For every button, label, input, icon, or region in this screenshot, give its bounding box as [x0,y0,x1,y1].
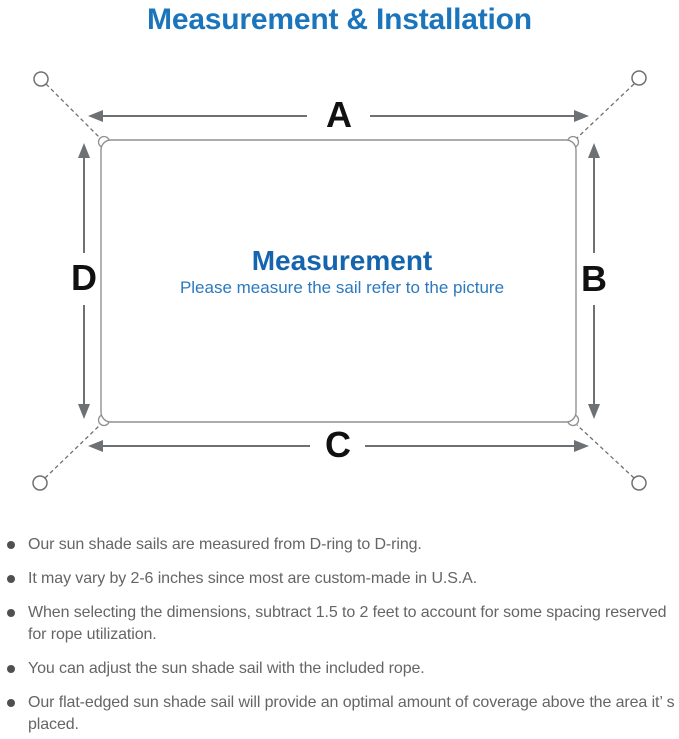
diagram-subtitle: Please measure the sail refer to the pic… [180,278,504,297]
dimension-label-c: C [325,424,351,465]
bullet-dot [7,541,15,549]
bullet-dot [7,575,15,583]
anchor-ring-top-right [631,70,647,86]
note-item: It may vary by 2-6 inches since most are… [0,568,677,590]
sail-outline [100,139,577,423]
arrowhead-a-right [574,110,589,122]
note-text: Our sun shade sails are measured from D-… [28,536,422,553]
bullet-dot [7,609,15,617]
diagram-heading: Measurement [252,245,433,276]
arrowhead-b-top [588,143,600,158]
arrowhead-b-bottom [588,404,600,419]
anchor-ring-bottom-right [631,475,647,491]
note-item: When selecting the dimensions, subtract … [0,602,677,646]
note-text: Our flat-edged sun shade sail will provi… [28,694,675,733]
note-item: Our flat-edged sun shade sail will provi… [0,692,677,736]
bullet-dot [7,665,15,673]
note-text: When selecting the dimensions, subtract … [28,604,667,643]
measurement-diagram: A C D B Measurement Please measure the s… [32,70,647,491]
connector-line-top-right [576,83,635,139]
anchor-ring-bottom-left [32,475,48,491]
connector-line-bottom-right [576,424,635,479]
note-text: It may vary by 2-6 inches since most are… [28,570,478,587]
arrowhead-c-left [88,440,103,452]
arrowhead-c-right [574,440,589,452]
arrowhead-d-top [78,143,90,158]
dimension-label-a: A [326,94,352,135]
note-item: Our sun shade sails are measured from D-… [0,534,677,556]
dimension-label-b: B [581,258,607,299]
anchor-ring-top-left [33,71,49,87]
bullet-dot [7,699,15,707]
note-item: You can adjust the sun shade sail with t… [0,658,677,680]
arrowhead-a-left [88,110,103,122]
page-title: Measurement & Installation [147,3,532,36]
arrowhead-d-bottom [78,404,90,419]
dimension-label-d: D [71,257,97,298]
notes-list: Our sun shade sails are measured from D-… [0,534,677,739]
connector-line-top-left [45,83,101,139]
connector-line-bottom-left [44,424,101,479]
note-text: You can adjust the sun shade sail with t… [28,660,425,677]
